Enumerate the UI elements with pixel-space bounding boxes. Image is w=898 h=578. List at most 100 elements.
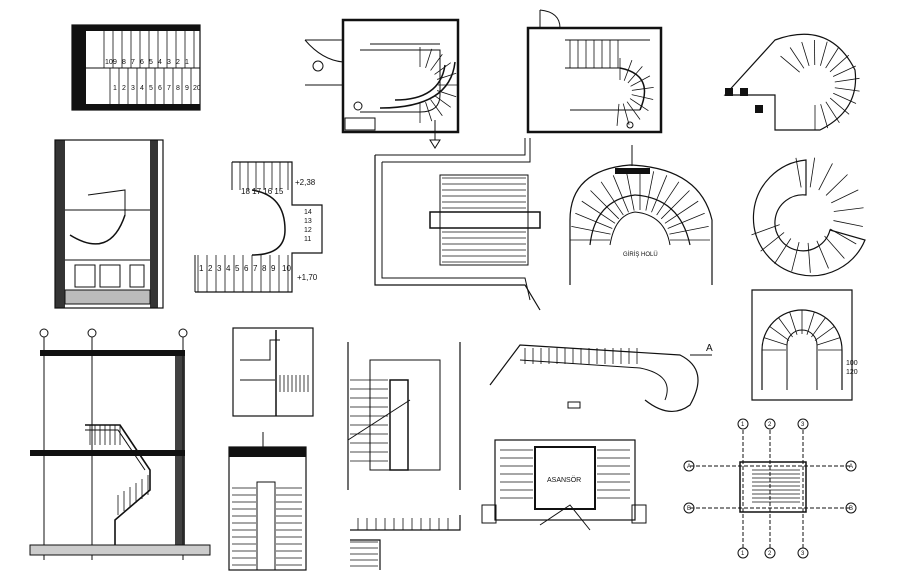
drawing-line <box>751 224 780 236</box>
drawing-line <box>645 171 655 211</box>
drawing-line <box>834 77 860 83</box>
drawing-line <box>829 54 850 73</box>
drawing-line <box>760 232 785 252</box>
drawing-line <box>774 238 792 264</box>
drawing-line <box>630 75 651 87</box>
drawing-line <box>651 175 668 213</box>
drawing-line <box>817 337 841 346</box>
drawing-line <box>623 60 633 81</box>
axis-bottom-3: 3 <box>801 551 805 557</box>
step-num: 8 <box>262 264 267 273</box>
axis-top-1: 1 <box>741 422 745 428</box>
spiral-caption: GİRİŞ HOLÜ <box>623 251 658 258</box>
elevation-top: +2,38 <box>295 178 316 187</box>
drawing-line <box>814 326 835 341</box>
drawing-line <box>631 87 654 91</box>
building-section <box>29 328 211 560</box>
drawing-line <box>825 46 840 69</box>
drawing-line <box>833 220 863 227</box>
drawing-line <box>664 200 699 224</box>
drawing-line <box>818 163 833 191</box>
step-num: 3 <box>167 59 171 66</box>
drawing-line <box>811 317 826 338</box>
drawing-line <box>825 174 848 196</box>
treads <box>279 375 309 392</box>
drawing-line <box>829 97 850 115</box>
drawing-line <box>769 326 790 341</box>
drawing-line <box>833 207 864 212</box>
stair-plan-void <box>347 342 461 490</box>
drawing-line <box>625 171 635 211</box>
drawing-line <box>832 65 856 77</box>
step-num: 4 <box>158 59 162 66</box>
drawing-line <box>820 41 828 66</box>
drawing-line <box>571 225 611 235</box>
elevator-core: ASANSÖR <box>481 439 647 531</box>
step-num: 10 <box>105 59 113 66</box>
section-mark-label: A <box>706 343 713 354</box>
drawing-line <box>425 48 433 69</box>
bottom-numbers: 1 2 3 4 5 6 7 8 9 10 <box>199 264 291 273</box>
step-num: 5 <box>149 59 153 66</box>
drawing-line <box>780 55 800 73</box>
drawing-line <box>825 101 840 124</box>
axis-right-b: B <box>849 506 853 512</box>
curved-treads <box>616 58 654 126</box>
step-num: 3 <box>131 85 135 92</box>
balusters <box>89 425 149 515</box>
drawing-line <box>669 225 709 235</box>
spiral-treads <box>570 170 710 241</box>
step-num: 11 <box>304 236 311 243</box>
step-num: 9 <box>113 59 117 66</box>
stair-shaft <box>228 432 307 571</box>
axis-bottom-2: 2 <box>768 551 772 557</box>
step-numbers-top: 18 17 16 15 <box>241 187 284 196</box>
treads <box>350 379 388 462</box>
step-num: 4 <box>140 85 144 92</box>
drawing-line <box>627 66 643 84</box>
drawing-line <box>656 181 680 216</box>
step-num: 8 <box>122 59 126 66</box>
drawing-line <box>430 99 443 116</box>
treads-upper <box>103 31 195 68</box>
dim-top: 100 <box>846 360 858 367</box>
drawing-line <box>616 103 620 126</box>
stair-room-curved-2 <box>526 9 663 134</box>
spiral-entrance-stair: GİRİŞ HOLÜ <box>569 145 713 285</box>
treads-lower <box>109 68 192 104</box>
elevator-caption: ASANSÖR <box>547 476 581 484</box>
treads <box>752 469 800 503</box>
stair-plan-straight: 10 9 8 7 6 5 4 3 2 1 1 2 3 4 5 6 7 8 9 2… <box>71 24 201 111</box>
drawing-line <box>660 190 690 220</box>
drawing-line <box>581 200 616 224</box>
stairwell-plan <box>374 138 541 311</box>
drawing-line <box>801 41 810 67</box>
drawing-line <box>430 54 443 71</box>
step-num: 6 <box>158 85 162 92</box>
drawing-line <box>425 101 433 122</box>
drawing-line <box>629 98 649 112</box>
step-num: 1 <box>185 59 189 66</box>
axis-top-2: 2 <box>768 422 772 428</box>
circular-stair <box>751 157 866 277</box>
drawing-line <box>834 87 860 92</box>
drawing-line <box>600 181 624 216</box>
curved-stair-plan: A <box>489 343 713 412</box>
stair-room-curved <box>304 18 460 149</box>
drawing-line <box>590 190 620 220</box>
step-num: 12 <box>304 227 312 234</box>
fan-treads <box>762 310 842 351</box>
drawing-line <box>791 242 800 272</box>
grid-stair-plan: A B A B 1 2 3 1 2 3 <box>683 418 857 559</box>
step-num: 4 <box>226 264 231 273</box>
drawing-line <box>824 235 845 259</box>
drawing-line <box>820 104 829 129</box>
step-num: 8 <box>176 85 180 92</box>
drawing-line <box>789 47 805 69</box>
step-num: 20 <box>193 85 201 92</box>
treads <box>524 348 638 364</box>
drawing-line <box>778 317 793 338</box>
step-num: 5 <box>149 85 153 92</box>
step-num: 2 <box>208 264 213 273</box>
treads <box>442 177 526 263</box>
